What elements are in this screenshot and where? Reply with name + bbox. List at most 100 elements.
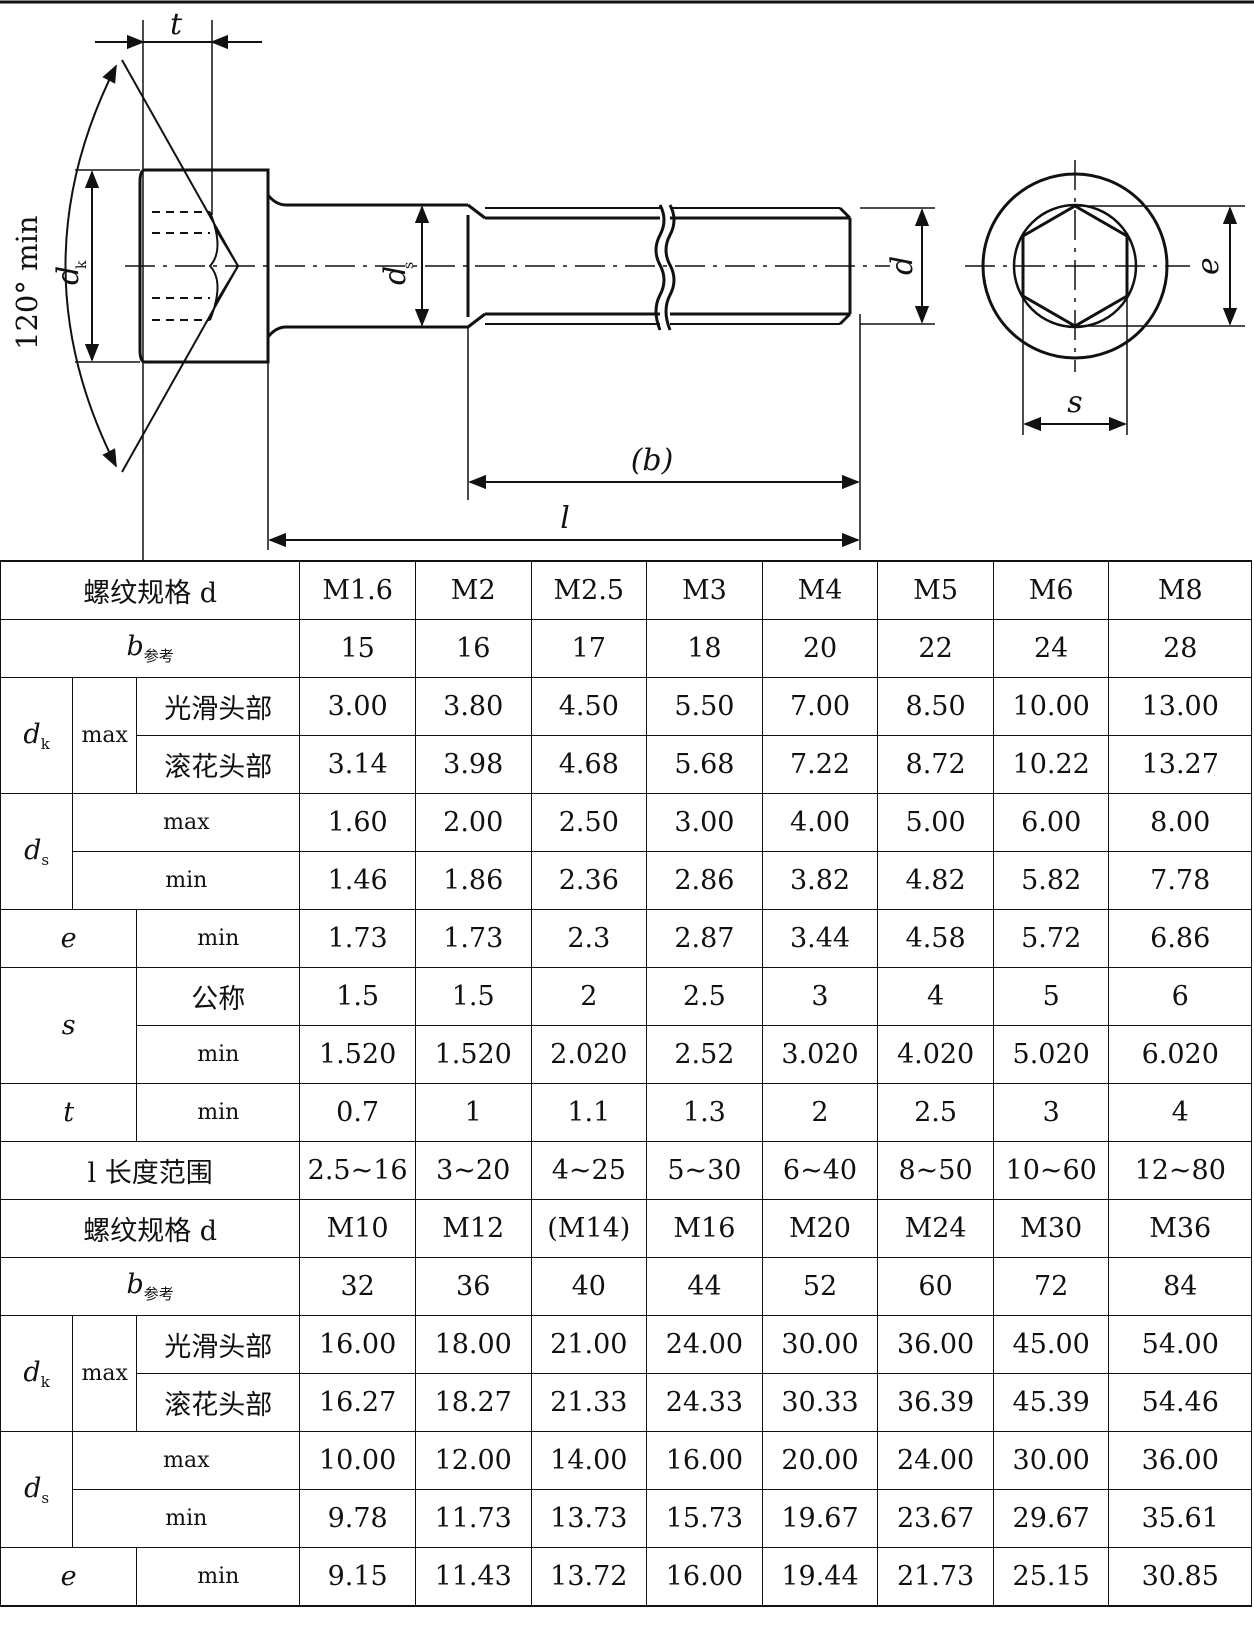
cell: 4.00	[761, 793, 879, 852]
cell: 18.27	[414, 1373, 532, 1432]
cell: 6.00	[992, 793, 1110, 852]
cell: 45.39	[992, 1373, 1110, 1432]
cell: M4	[761, 560, 879, 620]
cell: 24	[992, 619, 1110, 678]
cell: M16	[646, 1199, 763, 1258]
dim-d-label: d	[885, 256, 920, 275]
cell: 2.5	[877, 1083, 994, 1142]
cell: 20.00	[761, 1431, 879, 1490]
cell: 84	[1108, 1257, 1252, 1316]
cell: 10~60	[992, 1141, 1110, 1200]
cell: 11.73	[414, 1489, 532, 1548]
dk-symbol: d	[23, 718, 41, 750]
b-subscript: 参考	[143, 1285, 174, 1303]
b-symbol: b	[126, 1269, 144, 1300]
ds-symbol: d	[24, 1472, 42, 1504]
cell: 6	[1108, 967, 1252, 1026]
dim-ds-label: d	[378, 266, 413, 285]
cell: 15	[299, 619, 416, 678]
cell: 30.85	[1108, 1547, 1252, 1607]
cell: 11.43	[414, 1547, 532, 1607]
cell: 2.00	[414, 793, 532, 852]
cell: 1.3	[646, 1083, 763, 1142]
b-ref-label: b参考	[0, 1257, 301, 1316]
cell: 3.98	[414, 735, 532, 794]
cell: 5.00	[877, 793, 994, 852]
cell: 20	[761, 619, 879, 678]
cell: 1.1	[530, 1083, 648, 1142]
cell: 3.14	[299, 735, 416, 794]
cell: 1.520	[299, 1025, 416, 1084]
cell: 16.00	[646, 1431, 763, 1490]
b-ref-label: b参考	[0, 619, 301, 678]
cell: 4~25	[530, 1141, 648, 1200]
cell: 4.82	[877, 851, 994, 910]
cell: 60	[877, 1257, 994, 1316]
dim-dk-label: d	[51, 266, 86, 285]
cell: M5	[877, 560, 994, 620]
cell: M24	[877, 1199, 994, 1258]
ds-min-label: min	[72, 851, 301, 910]
cell: 7.00	[761, 677, 879, 736]
cell: 7.22	[761, 735, 879, 794]
cell: 4.68	[530, 735, 648, 794]
cell: 5	[992, 967, 1110, 1026]
cell: M6	[992, 560, 1110, 620]
dim-angle-label: 120° min	[10, 215, 44, 350]
length-range-label: l 长度范围	[0, 1141, 301, 1200]
cell: 24.00	[646, 1315, 763, 1374]
cell: M3	[646, 560, 763, 620]
cell: 2.86	[646, 851, 763, 910]
cell: 1.86	[414, 851, 532, 910]
cell: 1.73	[299, 909, 416, 968]
s-nominal-label: 公称	[136, 967, 301, 1026]
cell: 0.7	[299, 1083, 416, 1142]
cell: 1.5	[299, 967, 416, 1026]
cell: 35.61	[1108, 1489, 1252, 1548]
cell: 2.3	[530, 909, 648, 968]
dim-dk-sub: k	[74, 260, 90, 269]
cell: 4.58	[877, 909, 994, 968]
ds-subscript: s	[41, 1488, 50, 1507]
ds-max-label: max	[72, 1431, 301, 1490]
cell: 13.73	[530, 1489, 648, 1548]
e-min-label: min	[136, 1547, 301, 1607]
cell: 15.73	[646, 1489, 763, 1548]
cell: 72	[992, 1257, 1110, 1316]
ds-label: ds	[0, 793, 74, 910]
e-label: e	[0, 1547, 138, 1607]
dim-t-label: t	[170, 7, 183, 42]
cell: 13.27	[1108, 735, 1252, 794]
cell: 14.00	[530, 1431, 648, 1490]
s-label: s	[0, 967, 138, 1084]
cell: 16.27	[299, 1373, 416, 1432]
cell: 17	[530, 619, 648, 678]
cell: 36.00	[1108, 1431, 1252, 1490]
cell: 30.33	[761, 1373, 879, 1432]
cell: 44	[646, 1257, 763, 1316]
cell: 10.00	[299, 1431, 416, 1490]
cell: 2.52	[646, 1025, 763, 1084]
cell: 3.020	[761, 1025, 879, 1084]
e-min-label: min	[136, 909, 301, 968]
smooth-head-label: 光滑头部	[136, 677, 301, 736]
cell: 2	[761, 1083, 879, 1142]
cell: 3	[761, 967, 879, 1026]
dim-l-label: l	[560, 501, 570, 536]
t-label: t	[0, 1083, 138, 1142]
cell: 30.00	[992, 1431, 1110, 1490]
cell: 1.46	[299, 851, 416, 910]
cell: 2	[530, 967, 648, 1026]
cell: 8.72	[877, 735, 994, 794]
cell: M10	[299, 1199, 416, 1258]
cell: 36.39	[877, 1373, 994, 1432]
knurled-head-label: 滚花头部	[136, 1373, 301, 1432]
